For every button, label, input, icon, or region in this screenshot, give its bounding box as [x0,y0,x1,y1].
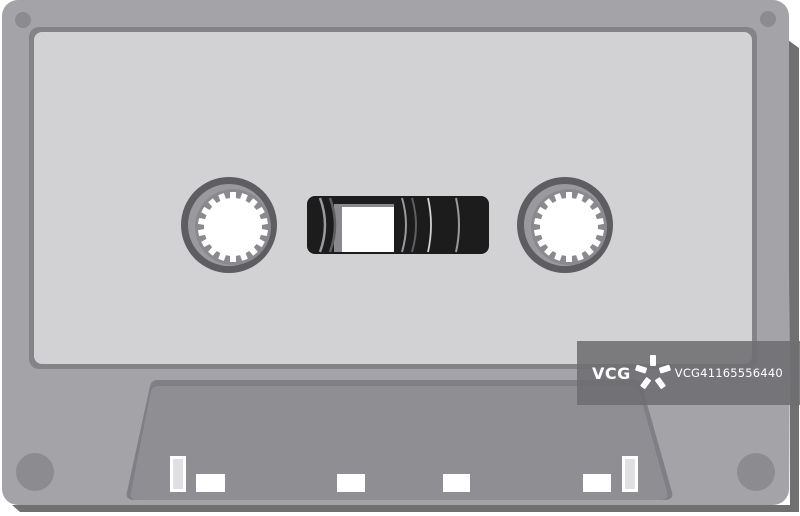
tape-window [307,196,489,254]
tape-head-slots [170,456,638,492]
lower-panel [130,386,668,500]
watermark-brand: VCG [592,363,631,383]
watermark-id: VCG41165556440 [674,366,783,380]
left-reel [181,177,277,273]
screw-bottom-right [737,453,775,491]
screw-bottom-left [16,453,54,491]
watermark: VCG VCG41165556440 [577,341,800,405]
screw-top-right [760,11,776,27]
right-reel [517,177,613,273]
vcg-pinwheel-icon [634,355,671,389]
screw-top-left [15,12,31,28]
